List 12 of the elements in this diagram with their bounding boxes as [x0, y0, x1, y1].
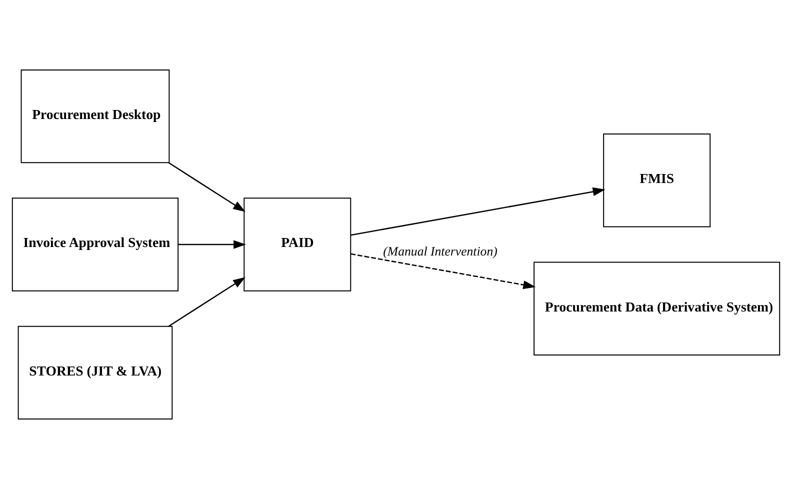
node-box: Procurement Data (Derivative System): [534, 262, 780, 356]
node-box: Procurement Desktop: [20, 69, 170, 164]
arrow: [350, 253, 536, 290]
arrow: [350, 187, 606, 236]
arrow: [168, 162, 246, 212]
arrow: [178, 240, 246, 249]
arrow: [168, 277, 246, 327]
edge-label: (Manual Intervention): [383, 244, 498, 259]
node-box: STORES (JIT & LVA): [18, 326, 173, 420]
node-box: Invoice Approval System: [12, 198, 179, 292]
node-box: FMIS: [603, 134, 711, 228]
node-box: PAID: [244, 198, 352, 292]
